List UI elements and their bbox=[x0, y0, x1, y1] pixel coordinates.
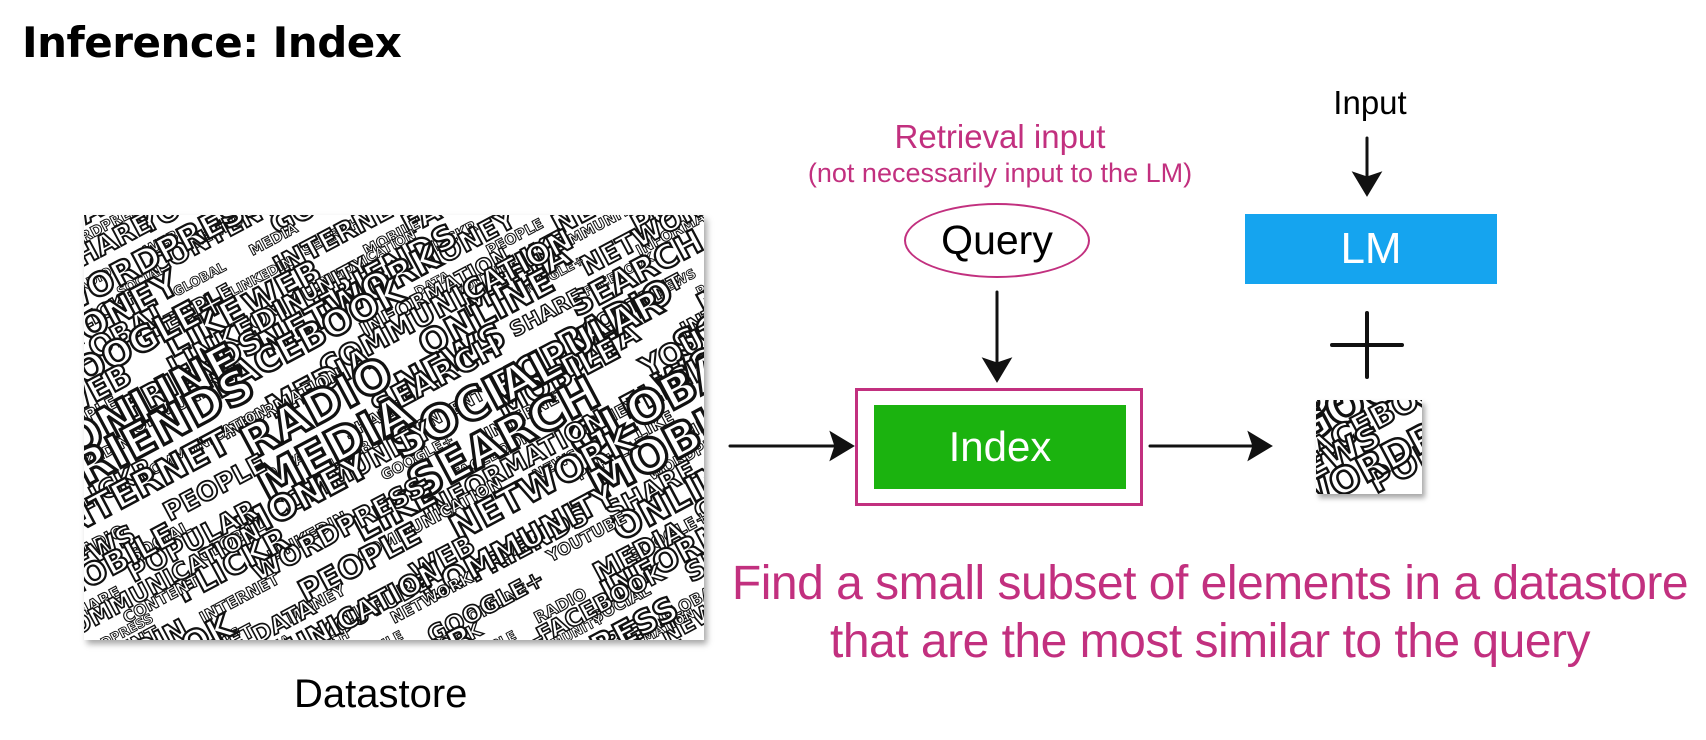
query-node: Query bbox=[904, 203, 1090, 278]
retrieved-element-thumbnail: DATAYOUTUBEGOOGLE+FACEBOOKNEWSPOPULARWOR… bbox=[1316, 400, 1422, 494]
datastore-to-index-arrowhead bbox=[829, 430, 855, 462]
datastore-word-cloud-image: DATAYOUTUBEGOOGLE+FACEBOOKNEWSPOPULARWOR… bbox=[84, 215, 704, 640]
word-cloud-graphic: DATAYOUTUBEGOOGLE+FACEBOOKNEWSPOPULARWOR… bbox=[84, 215, 704, 640]
retrieved-element-graphic: DATAYOUTUBEGOOGLE+FACEBOOKNEWSPOPULARWOR… bbox=[1316, 400, 1422, 494]
lm-input-label: Input bbox=[1333, 84, 1407, 121]
input-to-lm-arrowhead bbox=[1351, 171, 1383, 197]
retrieval-input-sublabel: (not necessarily input to the LM) bbox=[807, 158, 1193, 188]
datastore-caption: Datastore bbox=[294, 672, 468, 716]
index-node: Index bbox=[874, 405, 1126, 489]
retrieval-input-label: Retrieval input bbox=[894, 118, 1106, 155]
lm-node: LM bbox=[1245, 214, 1497, 284]
index-highlight-frame bbox=[855, 388, 1143, 506]
explanation-caption-line-2: that are the most similar to the query bbox=[829, 615, 1591, 668]
slide-title: Inference: Index bbox=[22, 18, 402, 67]
index-to-retrieved-arrowhead bbox=[1247, 430, 1273, 462]
explanation-caption: Find a small subset of elements in a dat… bbox=[720, 555, 1700, 671]
query-to-index-arrowhead bbox=[981, 357, 1013, 383]
explanation-caption-line-1: Find a small subset of elements in a dat… bbox=[731, 557, 1689, 610]
